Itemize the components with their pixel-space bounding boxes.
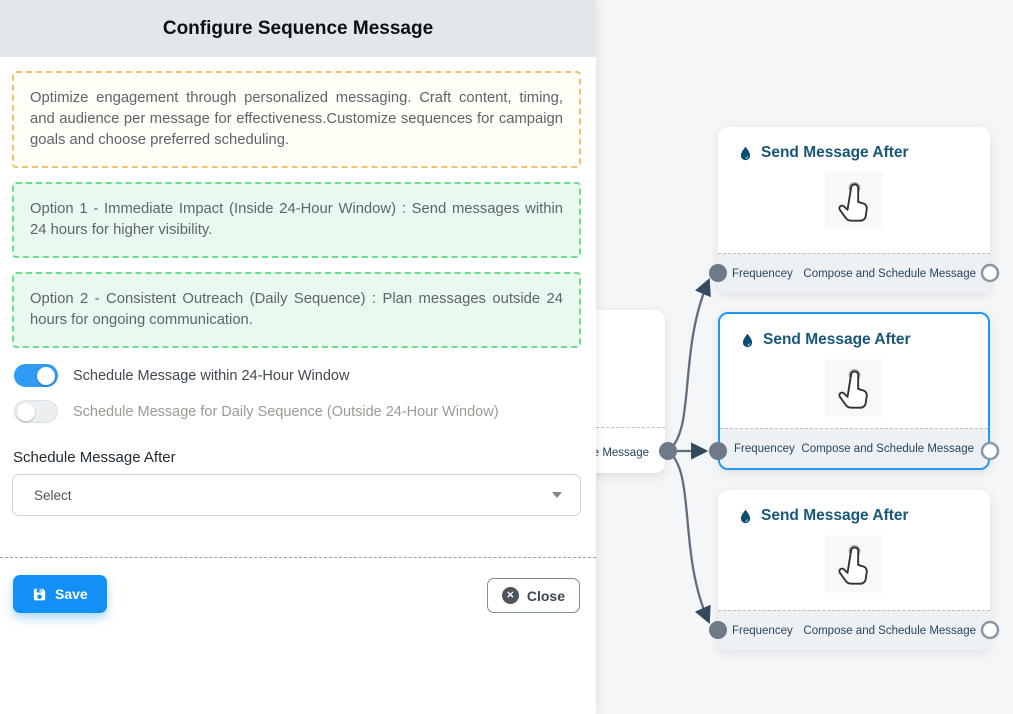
option1-note: Option 1 - Immediate Impact (Inside 24-H… — [12, 182, 581, 258]
flow-node-send-message-2[interactable]: Send Message After Frequencey Compose an… — [718, 312, 990, 470]
tap-hand-icon[interactable] — [825, 359, 883, 417]
configure-sequence-panel: Configure Sequence Message Optimize enga… — [0, 0, 596, 714]
toggle-knob — [37, 366, 55, 385]
node-footer-compose-label[interactable]: Compose and Schedule Message — [803, 624, 976, 637]
node-title: Send Message After — [718, 127, 990, 162]
save-button[interactable]: Save — [13, 575, 107, 613]
toggle-daily-label: Schedule Message for Daily Sequence (Out… — [73, 403, 499, 420]
save-button-label: Save — [55, 586, 88, 602]
chevron-down-icon — [552, 492, 562, 498]
close-button-label: Close — [526, 587, 565, 604]
node-footer-compose-label[interactable]: Compose and Schedule Message — [803, 267, 976, 280]
footer-divider — [0, 557, 596, 558]
node-footer-frequency-label[interactable]: Frequencey — [732, 624, 793, 637]
node-title-text: Send Message After — [761, 144, 909, 161]
flow-node-send-message-3[interactable]: Send Message After Frequencey Compose an… — [718, 490, 990, 650]
select-value: Select — [34, 487, 72, 503]
schedule-after-label: Schedule Message After — [13, 449, 176, 466]
node-footer-compose-label[interactable]: Compose and Schedule Message — [801, 442, 974, 455]
panel-footer: Save ✕ Close — [12, 558, 581, 613]
toggle-row-daily: Schedule Message for Daily Sequence (Out… — [14, 400, 581, 423]
node-footer: Frequencey Compose and Schedule Message — [718, 253, 990, 293]
node-footer-frequency-label[interactable]: Frequencey — [732, 267, 793, 280]
droplet-icon — [740, 146, 751, 160]
option2-note: Option 2 - Consistent Outreach (Daily Se… — [12, 272, 581, 348]
edge-to-bottom-node — [667, 450, 711, 624]
info-note: Optimize engagement through personalized… — [12, 71, 581, 168]
tap-hand-icon[interactable] — [825, 172, 883, 230]
toggle-daily-sequence[interactable] — [14, 400, 58, 423]
toggle-24hr-label: Schedule Message within 24-Hour Window — [73, 367, 350, 384]
node-title-text: Send Message After — [761, 507, 909, 524]
node-footer: Frequencey Compose and Schedule Message — [718, 610, 990, 650]
node-title: Send Message After — [720, 314, 988, 349]
droplet-icon — [742, 333, 753, 347]
close-button[interactable]: ✕ Close — [486, 578, 580, 613]
flow-node-send-message-1[interactable]: Send Message After Frequencey Compose an… — [718, 127, 990, 293]
close-icon: ✕ — [501, 587, 519, 604]
node-title: Send Message After — [718, 490, 990, 525]
partial-node-footer-label: ce Message — [586, 447, 649, 459]
node-footer-frequency-label[interactable]: Frequencey — [734, 442, 795, 455]
toggle-24hr-window[interactable] — [14, 364, 58, 387]
save-icon — [33, 588, 46, 600]
node-title-text: Send Message After — [763, 331, 911, 348]
tap-hand-icon[interactable] — [825, 535, 883, 593]
node-footer: Frequencey Compose and Schedule Message — [720, 428, 988, 468]
panel-title: Configure Sequence Message — [0, 0, 596, 57]
droplet-icon — [740, 509, 751, 523]
toggle-row-24hr: Schedule Message within 24-Hour Window — [14, 364, 581, 387]
edge-to-top-node — [667, 278, 711, 452]
toggle-knob — [17, 402, 35, 421]
schedule-after-select[interactable]: Select — [12, 474, 581, 516]
